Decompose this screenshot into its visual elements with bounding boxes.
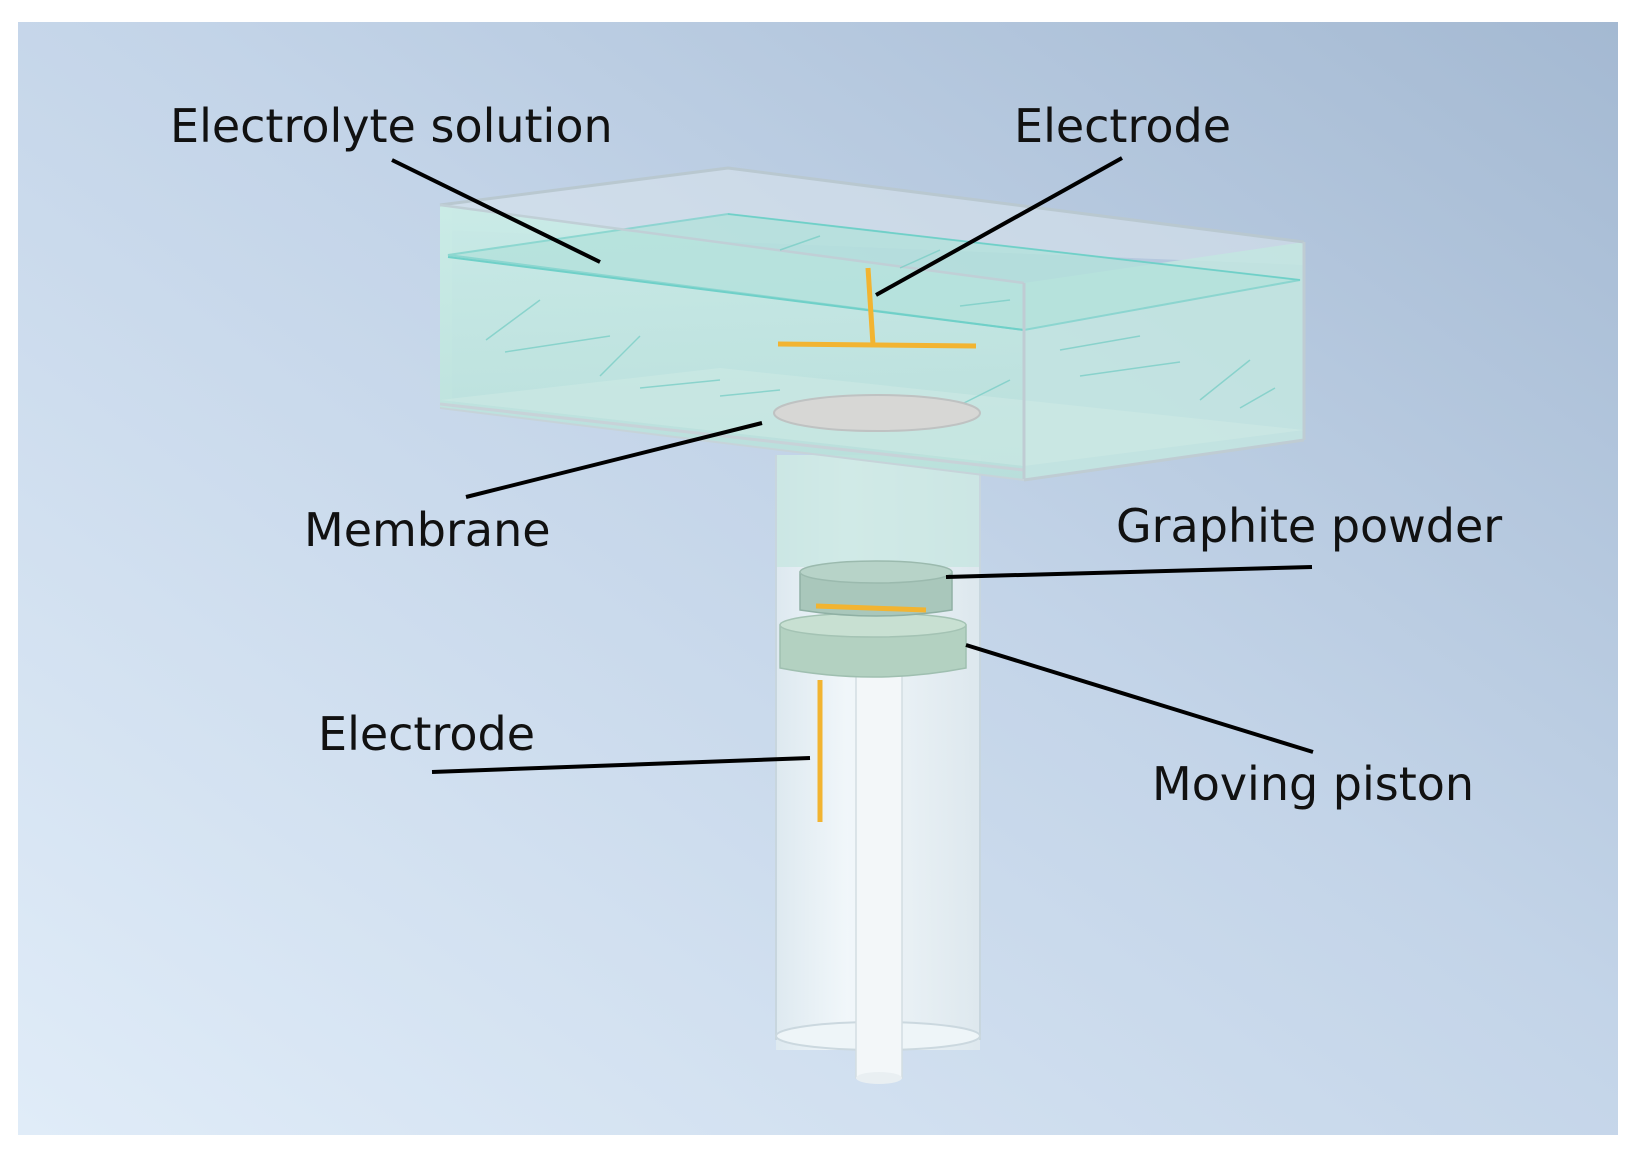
upper-electrode-bar — [777, 341, 977, 349]
piston-assembly — [779, 560, 967, 678]
membrane-disc — [773, 394, 981, 432]
leader-graphite-powder — [945, 565, 1313, 579]
leader-electrode-top — [875, 156, 1123, 297]
piston-rod-tip — [856, 1072, 902, 1084]
upper-electrode-stem — [865, 267, 876, 346]
tank-floor-front-edge — [439, 402, 1025, 472]
leader-electrode-bottom — [431, 756, 811, 774]
tank-right-bottom-edge — [1023, 438, 1305, 482]
liquid-back-line — [727, 213, 1301, 281]
leader-moving-piston — [965, 643, 1314, 754]
label-electrode-top: Electrode — [1014, 99, 1231, 153]
label-membrane: Membrane — [304, 503, 551, 557]
label-moving-piston: Moving piston — [1152, 757, 1474, 811]
tube-upper-fill — [776, 455, 980, 567]
moving-piston-body — [779, 624, 967, 678]
tank-back-wall — [440, 168, 1304, 265]
labels: Electrolyte solution Electrode Membrane … — [170, 99, 1502, 811]
tank-front-top-edge — [439, 203, 1025, 285]
tank-left-bottom — [439, 407, 1025, 481]
electrolyte-tank — [439, 166, 1306, 482]
tube — [775, 455, 981, 1084]
leader-lines — [391, 156, 1314, 774]
label-graphite-powder: Graphite powder — [1116, 499, 1502, 553]
piston-rod — [855, 667, 903, 1079]
tank-top-rim — [439, 166, 1305, 244]
label-electrode-bottom: Electrode — [318, 707, 535, 761]
label-electrolyte-solution: Electrolyte solution — [170, 99, 613, 153]
graphite-electrode-strip — [815, 603, 927, 613]
graphite-powder-top — [799, 560, 953, 584]
leader-membrane — [465, 421, 763, 499]
leader-electrolyte-solution — [391, 158, 601, 264]
liquid-front-line — [447, 256, 1025, 331]
